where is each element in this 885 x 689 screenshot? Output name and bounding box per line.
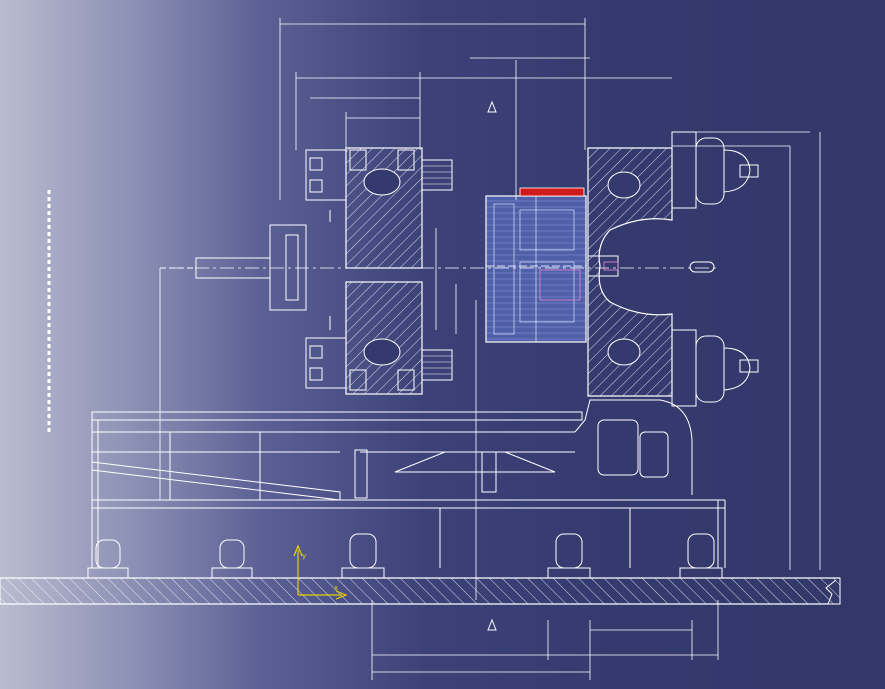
left-clamp-cylinders [160,149,415,391]
mold-assembly [485,187,587,343]
axis-compass-icon: y x [293,544,348,600]
foot-5 [679,533,723,579]
right-hydraulic-cylinders [671,131,759,407]
right-platen [587,147,673,397]
foot-3 [341,533,385,579]
left-platen [345,147,453,395]
compass-x-label: x [334,584,338,592]
datum-markers [329,100,497,631]
foot-1 [87,539,129,579]
base-frame [91,399,726,568]
machine-feet [87,533,723,579]
dimension-lines [159,18,821,680]
compass-y-label: y [302,552,306,560]
foot-2 [211,539,253,579]
ground-floor [0,577,841,605]
foot-4 [547,533,591,579]
